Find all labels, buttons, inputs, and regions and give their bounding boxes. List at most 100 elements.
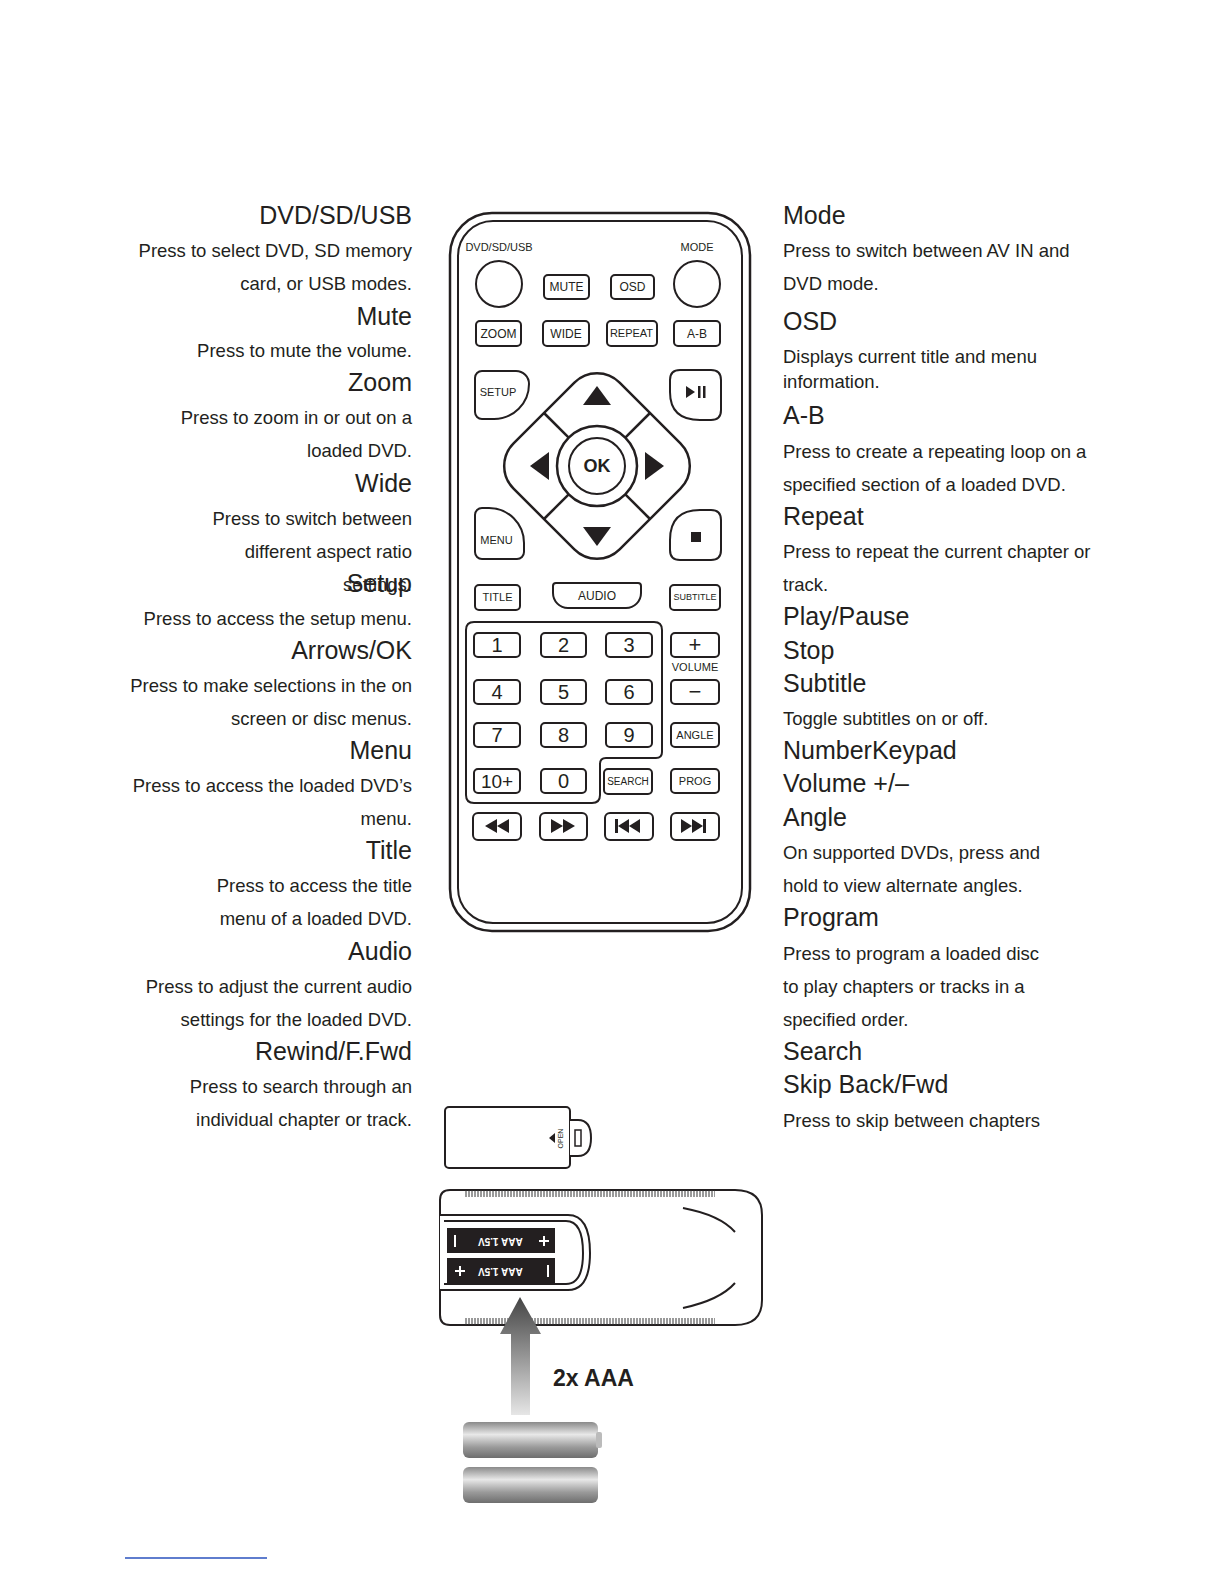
play-pause-button [670, 370, 721, 420]
battery-in-compartment-part-part [543, 1236, 545, 1246]
button-label: MENU [480, 535, 512, 546]
remote-button: 1 [473, 632, 521, 658]
remote-button: 4 [473, 679, 521, 705]
remote-back [440, 1190, 762, 1325]
button-label: + [689, 634, 702, 656]
transport-buttons-part-part [629, 819, 640, 833]
direction-pad-part-part [583, 386, 611, 405]
button-name: Title [366, 835, 412, 865]
button-name: DVD/SD/USB [259, 200, 412, 230]
direction-pad-part [530, 386, 664, 546]
button-name: Volume +/– [783, 768, 909, 798]
button-description: Displays current title and menu informat… [783, 344, 1068, 394]
transport-buttons-part-part [473, 813, 521, 840]
open-mark: OPEN [558, 1128, 565, 1148]
remote-button: SETUP [474, 370, 530, 420]
play-pause-button-part [703, 386, 706, 398]
round-button: DVD/SD/USB [475, 260, 523, 308]
transport-buttons-part-part [692, 819, 703, 833]
battery-cover-part [575, 1130, 581, 1146]
remote-button: 5 [540, 679, 587, 705]
remote-back-part [683, 1208, 735, 1232]
button-name: Audio [348, 936, 412, 966]
button-label: 10+ [481, 772, 513, 791]
button-name: A-B [783, 400, 825, 430]
button-label: 2 [558, 635, 569, 655]
button-description: Press to make selections in the on scree… [127, 669, 412, 735]
battery-marking: AAA 1.5V [478, 1236, 523, 1246]
insert-arrow-part [500, 1297, 541, 1415]
direction-pad-part-part [645, 452, 664, 480]
direction-pad-part [544, 494, 569, 519]
keypad-outline-part [466, 622, 662, 803]
button-description: Press to select DVD, SD memory card, or … [120, 234, 412, 300]
remote-back-part [440, 1215, 590, 1290]
button-label: TITLE [483, 592, 513, 603]
button-name: Rewind/F.Fwd [255, 1036, 412, 1066]
stop-button-part [691, 532, 701, 542]
insert-arrow [500, 1297, 541, 1415]
transport-buttons-part-part [551, 819, 563, 833]
transport-buttons-part [485, 819, 706, 833]
button-label: 3 [623, 635, 634, 655]
remote-button: 2 [540, 632, 587, 658]
button-name: OSD [783, 306, 837, 336]
remote-button: AUDIO [552, 582, 642, 609]
remote-back-part [683, 1283, 735, 1308]
button-label: 0 [558, 771, 569, 791]
aaa-batteries-part [596, 1432, 602, 1448]
battery-cover-part [570, 1120, 591, 1156]
transport-buttons-part-part [605, 813, 653, 840]
volume-label: VOLUME [672, 662, 718, 673]
button-name: Mode [783, 200, 846, 230]
button-name: Stop [783, 635, 834, 665]
remote-button: WIDE [542, 320, 590, 347]
button-label: 7 [491, 725, 502, 745]
button-label: SETUP [480, 387, 517, 398]
remote-button: SUBTITLE [669, 584, 721, 611]
button-label: OSD [619, 281, 645, 293]
button-label: SEARCH [607, 777, 649, 787]
transport-buttons-part-part [703, 819, 706, 833]
transport-buttons-part-part [618, 819, 629, 833]
remote-button: 0 [540, 768, 587, 794]
aaa-batteries-part [463, 1467, 598, 1503]
button-label: A-B [687, 328, 707, 340]
button-name: Setup [347, 568, 412, 598]
remote-button: MUTE [543, 274, 590, 300]
button-label: 1 [491, 635, 502, 655]
button-description: Press to skip between chapters [783, 1104, 1113, 1137]
remote-body [450, 213, 750, 931]
remote-button: ZOOM [475, 320, 522, 347]
button-label: MUTE [550, 281, 584, 293]
button-name: Menu [349, 735, 412, 765]
transport-buttons-part-part [540, 813, 587, 840]
remote-button: OSD [610, 274, 655, 300]
button-description: Press to create a repeating loop on a sp… [783, 435, 1103, 501]
remote-button: REPEAT [606, 320, 658, 347]
button-label: OK [584, 457, 611, 475]
direction-pad-part [625, 494, 650, 519]
remote-button: + [670, 632, 720, 658]
battery-cover-part [445, 1107, 570, 1168]
button-label: REPEAT [610, 328, 653, 339]
direction-pad-part [557, 426, 637, 506]
ok-button: OK [568, 437, 626, 495]
button-label: AUDIO [578, 590, 616, 602]
button-label: ZOOM [481, 328, 517, 340]
remote-button: A-B [673, 320, 721, 347]
button-description: Toggle subtitles on or off. [783, 702, 1103, 735]
battery-in-compartment-part-part [547, 1265, 549, 1277]
button-name: NumberKeypad [783, 735, 957, 765]
battery-cover-part [549, 1133, 555, 1143]
transport-buttons-part-part [497, 819, 509, 833]
button-description: Press to mute the volume. [112, 334, 412, 367]
button-description: Press to adjust the current audio settin… [122, 970, 412, 1036]
remote-back-part [444, 1221, 583, 1284]
link-underline [125, 1557, 267, 1559]
battery-in-compartment-part-part [454, 1235, 456, 1247]
button-label: 5 [558, 682, 569, 702]
direction-pad-part [625, 413, 650, 438]
battery-count: 2x AAA [553, 1367, 634, 1390]
button-description: Press to access the setup menu. [112, 602, 412, 635]
